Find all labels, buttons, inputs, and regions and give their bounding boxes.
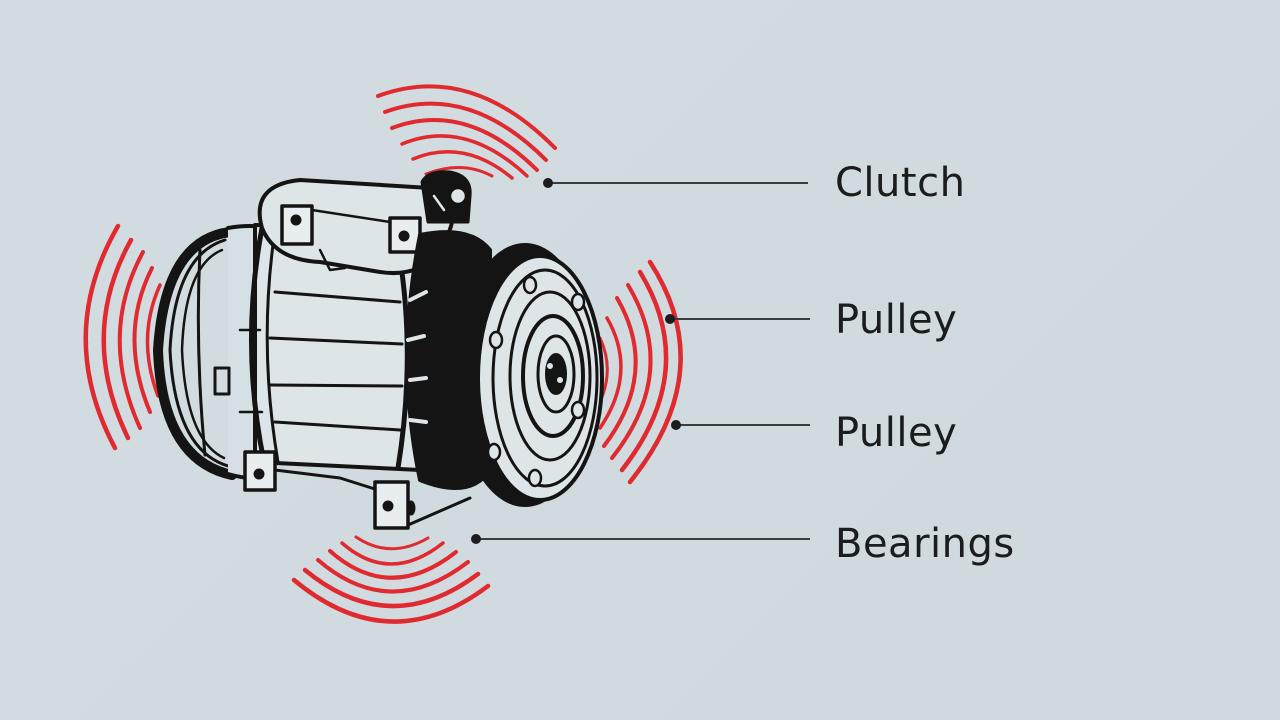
callout-lines: [471, 178, 810, 544]
callout-label-clutch: Clutch: [835, 160, 966, 206]
compressor-illustration: [153, 170, 604, 530]
callout-label-pulley: Pulley: [835, 297, 958, 343]
vibration-waves-left-icon: [83, 223, 162, 451]
callout-label-bearings: Bearings: [835, 521, 1015, 567]
vibration-waves-bottom-icon: [291, 535, 491, 624]
vibration-waves-top-icon: [376, 84, 557, 180]
vibration-waves-right-icon: [595, 259, 683, 485]
callout-label-pulley-2: Pulley: [835, 410, 958, 456]
